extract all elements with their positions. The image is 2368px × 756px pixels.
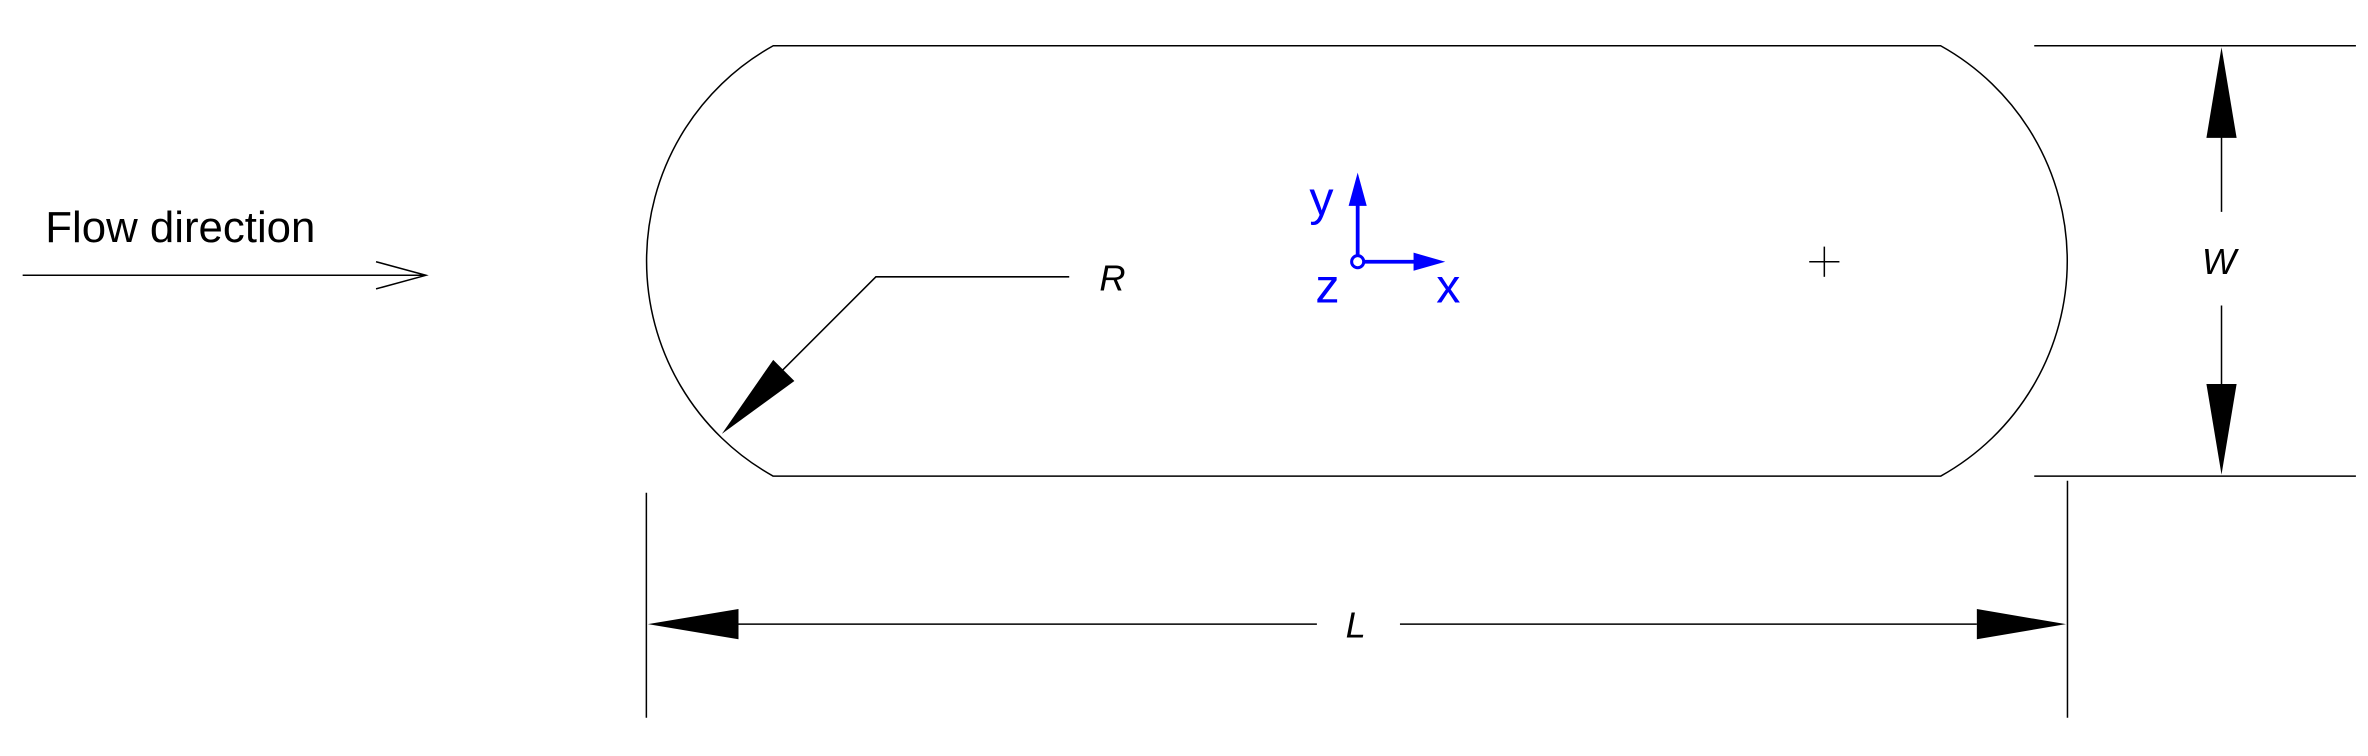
width-arrow-bottom-icon [2206,384,2237,475]
width-label: W [2202,241,2240,282]
radius-arrowhead-icon [721,359,795,434]
x-axis-arrow-icon [1413,252,1446,271]
length-arrow-left-icon [647,609,739,640]
center-crosshair-icon [1809,246,1840,277]
z-axis-origin-icon [1350,254,1366,270]
flow-direction-label: Flow direction [45,203,315,252]
length-label: L [1346,605,1366,646]
length-dimension [645,480,2069,718]
length-arrow-right-icon [1976,609,2066,640]
radius-leader [781,276,1070,371]
x-axis-label: x [1436,259,1460,313]
width-dimension [2034,44,2356,477]
y-axis-label: y [1309,172,1334,226]
flow-arrow-icon [22,260,429,290]
z-axis-label: z [1315,259,1339,313]
width-arrow-top-icon [2206,47,2237,138]
y-axis-arrow-icon [1348,172,1367,206]
radius-label: R [1099,257,1125,298]
slot-outline [645,44,2068,477]
coordinate-axes: y x z [1309,172,1460,314]
